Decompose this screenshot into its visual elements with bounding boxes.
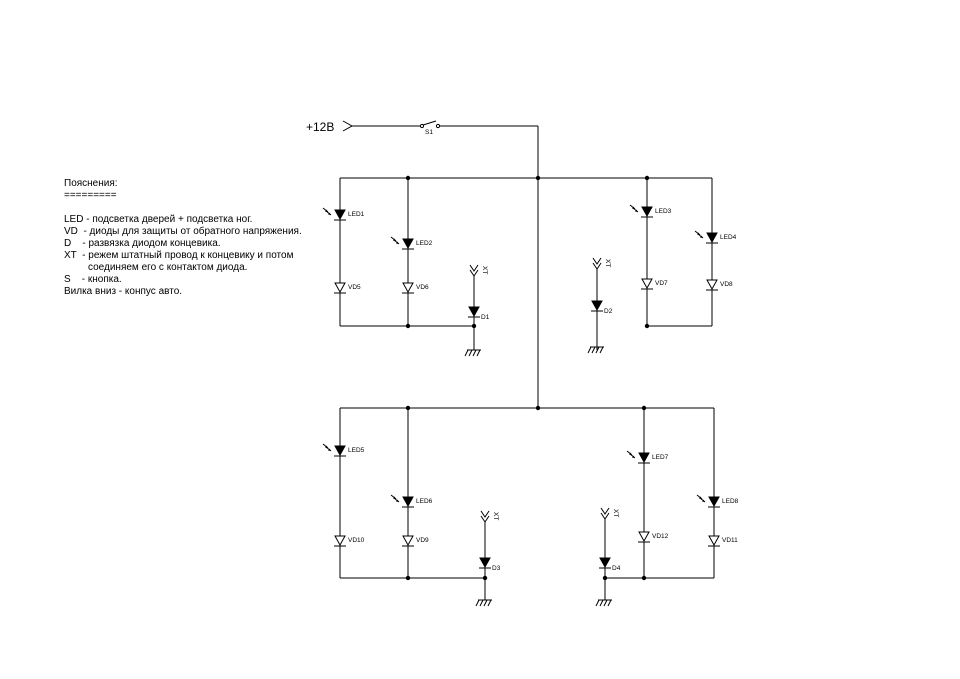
led-label: LED3 — [655, 208, 672, 215]
legend-line-s: S - кнопка. — [64, 274, 122, 285]
led-1: LED1 — [322, 207, 365, 221]
vd-diode: VD8 — [706, 279, 733, 291]
vd-label: VD12 — [652, 533, 669, 540]
led-2: LED2 — [390, 236, 433, 250]
vd-label: VD11 — [722, 537, 738, 544]
vd-diode: VD9 — [402, 535, 429, 547]
light-arrows-icon — [390, 494, 400, 503]
led-label: LED6 — [416, 498, 433, 505]
xt-label: XT — [612, 509, 619, 517]
legend-line-xt: XT - режем штатный провод к концевику и … — [64, 250, 294, 261]
xt-label: XT — [481, 266, 488, 274]
ground-icon — [595, 599, 612, 607]
xt-label: XT — [492, 512, 499, 520]
led-label: LED8 — [722, 498, 739, 505]
xt-connector-icon: XT — [469, 264, 488, 326]
led-5: LED5 — [322, 443, 365, 457]
legend-line-ground: Вилка вниз - конпус авто. — [64, 286, 183, 297]
led-8: LED8 — [696, 494, 739, 508]
vd-label: VD5 — [348, 284, 361, 291]
vd-label: VD10 — [348, 537, 365, 544]
led-label: LED4 — [720, 234, 737, 241]
d-diode: D4 — [599, 557, 621, 572]
led-4: LED4 — [694, 230, 737, 244]
vd-diode: VD10 — [334, 535, 365, 547]
led-label: LED2 — [416, 240, 433, 247]
vd-label: VD8 — [720, 281, 733, 288]
legend-separator: ========= — [64, 190, 117, 201]
vd-diode: VD11 — [708, 535, 738, 547]
vd-label: VD9 — [416, 537, 429, 544]
led-label: LED5 — [348, 447, 365, 454]
xt-label: XT — [604, 259, 611, 267]
led-7: LED7 — [626, 450, 669, 464]
d-label: D3 — [492, 565, 501, 572]
light-arrows-icon — [322, 443, 332, 452]
xt-connector-icon: XT — [480, 510, 499, 578]
legend-line-d: D - развязка диодом концевика. — [64, 238, 221, 249]
light-arrows-icon — [694, 230, 704, 239]
legend-line-led: LED - подсветка дверей + подсветка ног. — [64, 214, 253, 225]
supply-connector-icon — [342, 120, 420, 132]
light-arrows-icon — [626, 450, 636, 459]
light-arrows-icon — [322, 207, 332, 216]
d-diode: D2 — [591, 300, 613, 315]
light-arrows-icon — [629, 204, 639, 213]
switch-label: S1 — [425, 129, 433, 136]
d-diode: D3 — [479, 557, 501, 572]
vd-diode: VD12 — [638, 531, 669, 543]
legend-line-vd: VD - диоды для защиты от обратного напря… — [64, 226, 302, 237]
light-arrows-icon — [696, 494, 706, 503]
ground-icon — [587, 346, 604, 354]
vd-diode: VD5 — [334, 282, 361, 294]
legend: Пояснения: ========= LED - подсветка две… — [64, 178, 302, 298]
main-bus — [340, 126, 714, 411]
d-label: D1 — [481, 314, 490, 321]
d-diode: D1 — [468, 306, 490, 321]
legend-title: Пояснения: — [64, 178, 118, 189]
vd-diode: VD7 — [641, 278, 668, 290]
led-label: LED7 — [652, 454, 669, 461]
light-arrows-icon — [390, 236, 400, 245]
legend-line-xt-cont: соединяем его с контактом диода. — [88, 262, 248, 273]
d-label: D4 — [612, 565, 621, 572]
d-label: D2 — [604, 308, 613, 315]
vd-diode: VD6 — [402, 282, 429, 294]
led-3: LED3 — [629, 204, 672, 218]
vd-label: VD6 — [416, 284, 429, 291]
led-label: LED1 — [348, 211, 365, 218]
supply-label: +12В — [306, 120, 334, 134]
vd-label: VD7 — [655, 280, 668, 287]
switch-s1: S1 — [419, 120, 538, 136]
ground-icon — [475, 599, 492, 607]
led-6: LED6 — [390, 494, 433, 508]
ground-icon — [464, 349, 481, 357]
